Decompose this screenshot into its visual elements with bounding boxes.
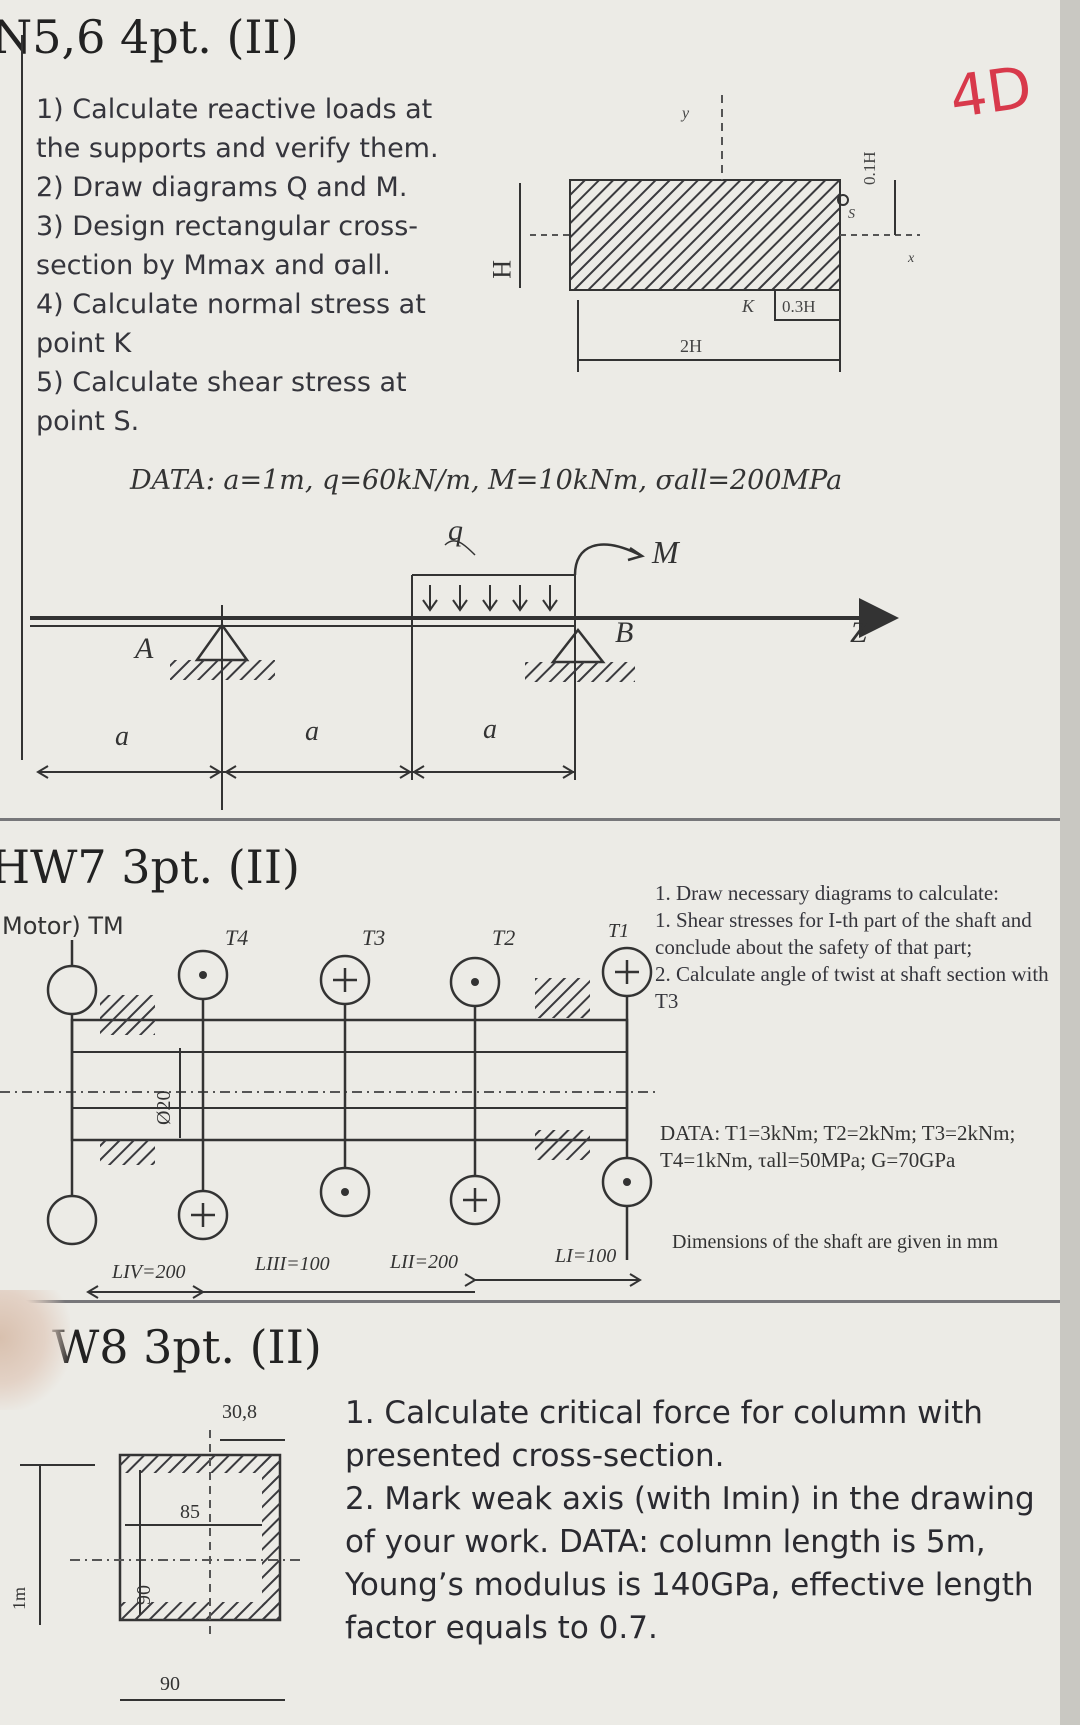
s-offset-label: 0.1H (860, 151, 879, 185)
hw56-task-3b-text: section by Mmax and σall. (36, 250, 391, 281)
hw7-dims-note: Dimensions of the shaft are given in mm (672, 1231, 999, 1253)
finger-shadow (0, 1290, 70, 1410)
torque-t2-label: T2 (492, 925, 515, 950)
y-axis-label: y (680, 105, 690, 122)
hw7-data: DATA: T1=3kNm; T2=2kNm; T3=2kNm; T4=1kNm… (660, 1121, 1016, 1172)
cross-section-rect (519, 95, 920, 372)
torque-t4-label: T4 (225, 925, 248, 950)
point-k-label: K (741, 296, 755, 316)
length-l3-label: LIII=100 (254, 1253, 330, 1275)
shaft-diameter-label: Ø20 (153, 1091, 175, 1125)
hw56-title: N5,6 4pt. (II) (0, 10, 299, 64)
hw8-task-1: 1. Calculate critical force for column w… (345, 1395, 983, 1474)
x-axis-label: x (907, 251, 915, 266)
support-b-label: B (615, 616, 633, 649)
axis-z-label: Z (850, 616, 867, 649)
hw56-task-2: 2) Draw diagrams Q and M. (36, 172, 408, 203)
hw56-task-3: 3) Design rectangular cross- (36, 211, 419, 242)
length-l1-label: LI=100 (554, 1245, 616, 1267)
point-s-label: S (848, 207, 855, 222)
section-height-label: H (487, 260, 516, 279)
torque-t3-label: T3 (362, 925, 385, 950)
hw56-task-1: 1) Calculate reactive loads at (36, 94, 433, 125)
motor-label: Motor) TM (2, 912, 124, 940)
moment-m-label: M (651, 534, 681, 570)
hw7-task-1: 1. Draw necessary diagrams to calculate: (655, 881, 1000, 905)
hw56-task-5: 5) Calculate shear stress at (36, 367, 407, 398)
hw56-task-3b: section by Mmax and σall. (36, 246, 476, 285)
hw56-task-list: 1) Calculate reactive loads at the suppo… (36, 90, 476, 441)
torque-t1-label: T1 (608, 920, 629, 942)
column-length-mark: 1m (9, 1587, 29, 1610)
k-offset-label: 0.3H (782, 297, 816, 316)
load-q-label: q (448, 514, 463, 547)
span-a-2: a (305, 716, 319, 747)
table-edge (1060, 0, 1080, 1725)
span-a-3: a (483, 714, 497, 745)
length-l2-label: LII=200 (389, 1251, 458, 1273)
dim-90-vertical-label: 90 (133, 1585, 155, 1605)
column-section-diagram (20, 1430, 300, 1701)
support-a-label: A (133, 632, 154, 665)
dim-90-horizontal-label: 90 (160, 1673, 180, 1695)
dim-85-label: 85 (180, 1501, 200, 1523)
divider-hw7-hw8 (0, 1300, 1060, 1303)
hw56-data: DATA: a=1m, q=60kN/m, M=10kNm, σall=200M… (130, 465, 843, 496)
dim-thickness-label: 30,8 (222, 1401, 257, 1423)
hw56-task-1b: the supports and verify them. (36, 133, 439, 164)
hw7-title: HW7 3pt. (II) (0, 840, 300, 894)
divider-hw56-hw7 (0, 818, 1060, 821)
hw7-task-3: 2. Calculate angle of twist at shaft sec… (655, 962, 1049, 1013)
shaft-diagram (0, 940, 660, 1299)
beam-diagram (21, 35, 899, 810)
hw7-task-2: 1. Shear stresses for I-th part of the s… (655, 908, 1032, 959)
hw8-task-list: 1. Calculate critical force for column w… (345, 1392, 1060, 1650)
section-width-label: 2H (680, 336, 702, 356)
hw56-task-4: 4) Calculate normal stress at (36, 289, 426, 320)
length-l4-label: LIV=200 (111, 1261, 186, 1283)
span-a-1: a (115, 721, 129, 752)
hw8-title: W8 3pt. (II) (52, 1320, 322, 1374)
hw8-task-2: 2. Mark weak axis (with Imin) in the dra… (345, 1481, 1035, 1646)
hw56-task-4b: point K (36, 328, 132, 359)
hw7-task-list: 1. Draw necessary diagrams to calculate:… (655, 880, 1050, 1015)
hw56-task-5b: point S. (36, 406, 140, 437)
